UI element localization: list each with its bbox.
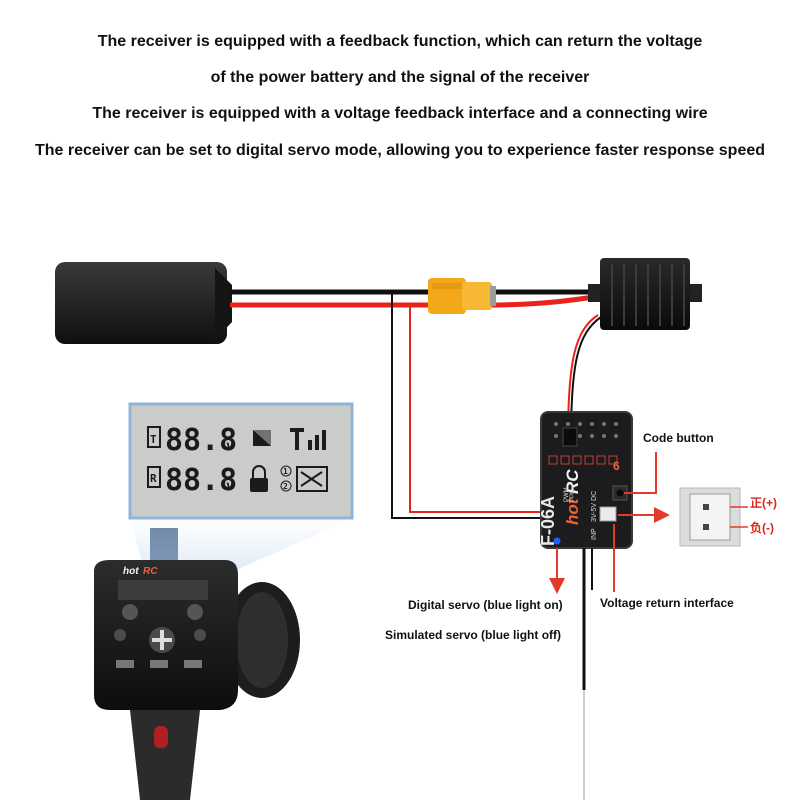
- feedback-wire-black: [391, 292, 548, 519]
- negative-label: 负(-): [750, 520, 774, 535]
- digital-servo-label: Digital servo (blue light on): [408, 598, 563, 612]
- tx-brand-rc: RC: [143, 566, 158, 577]
- headline-line-1: The receiver is equipped with a feedback…: [97, 33, 703, 50]
- receiver-brand-rc: RC: [563, 469, 582, 494]
- lcd-zoom-panel: T 88.8 v R 88.8 v 1 2: [128, 402, 354, 520]
- code-button-label: Code button: [643, 431, 714, 445]
- transmitter-handset: hot RC: [94, 520, 350, 800]
- code-button-leader: [624, 452, 657, 494]
- status-led-blue: [553, 537, 561, 545]
- mix-swap-icon: [296, 466, 328, 492]
- lcd-row1-value: 88.8: [165, 423, 237, 458]
- receiver-model: F-06A: [538, 496, 558, 546]
- headline-line-4: The receiver can be set to digital servo…: [34, 142, 766, 159]
- pwm-label: PWM: [564, 487, 570, 502]
- lcd-row2-tag: R: [150, 472, 157, 485]
- ppm-label: PPM: [570, 489, 576, 502]
- xt60-connector: [428, 278, 496, 314]
- lcd-row2-value: 88.8: [165, 463, 237, 498]
- inp-label: INP: [591, 528, 598, 540]
- battery-leads: [230, 289, 601, 308]
- lipo-battery: [55, 262, 232, 344]
- receiver-brand-hot: hot: [563, 497, 582, 525]
- tx-brand-hot: hot: [123, 566, 139, 577]
- voltage-feedback-port: [599, 506, 617, 522]
- esc-module: [588, 258, 702, 330]
- lcd-mark-1: 1: [283, 467, 288, 476]
- lcd-row1-unit: v: [226, 439, 234, 454]
- signal-bars-icon: [290, 428, 326, 450]
- servo-pin-header: [554, 422, 618, 438]
- lock-icon: [250, 465, 268, 492]
- headline-line-3: The receiver is equipped with a voltage …: [92, 105, 708, 122]
- channel-markers: [548, 455, 618, 465]
- receiver-f06a: 6 F-06A hot RC PWM PPM INP 3V-5V DC: [538, 411, 633, 549]
- feedback-wire-red: [409, 305, 560, 513]
- feedback-plug-closeup: [679, 487, 748, 547]
- simulated-servo-label: Simulated servo (blue light off): [385, 628, 561, 642]
- voltage-return-label: Voltage return interface: [600, 596, 734, 610]
- lcd-row2-unit: v: [226, 479, 234, 494]
- headline-line-2: of the power battery and the signal of t…: [210, 69, 590, 86]
- channel-count: 6: [613, 459, 620, 473]
- positive-label: 正(+): [750, 496, 777, 510]
- voltage-label: 3V-5V DC: [591, 491, 598, 522]
- lcd-mark-2: 2: [283, 482, 288, 491]
- lcd-row1-tag: T: [150, 433, 157, 446]
